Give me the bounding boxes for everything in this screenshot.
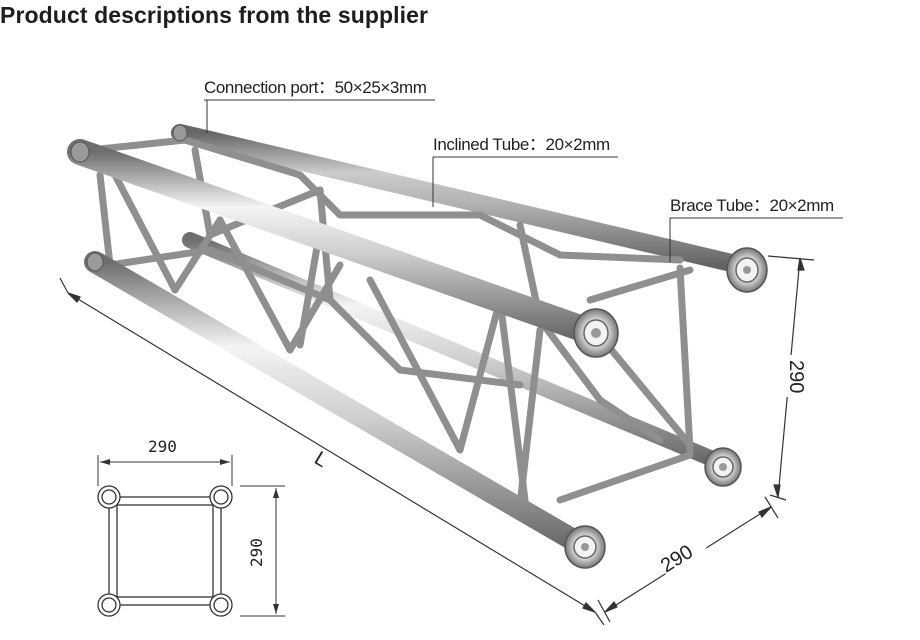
brace-tube-label: Brace Tube：20×2mm: [670, 196, 834, 215]
chord-top-front: [67, 139, 613, 348]
cross-section: 290 290: [97, 437, 285, 617]
dimension-length: [59, 277, 605, 626]
page-title: Product descriptions from the supplier: [0, 2, 429, 28]
height-label: 290: [785, 360, 807, 393]
section-tube: [97, 593, 121, 617]
length-label: L: [310, 447, 331, 472]
connector-top-front: [573, 308, 619, 358]
chord-top-back: [171, 124, 749, 274]
connector-top-back: [726, 247, 768, 293]
section-tube: [209, 485, 233, 509]
section-width-label: 290: [148, 437, 177, 456]
callout-inclined-tube: Inclined Tube：20×2mm: [432, 135, 618, 207]
connector-bottom-front: [564, 525, 606, 569]
inclined-tube-label: Inclined Tube：20×2mm: [433, 135, 610, 154]
callout-brace-tube: Brace Tube：20×2mm: [669, 196, 843, 262]
front-chords: [67, 139, 613, 556]
end-connectors: [70, 124, 768, 569]
chord-bottom-front: [84, 251, 593, 556]
section-tube: [97, 485, 121, 509]
section-tube: [209, 593, 233, 617]
connection-port-label: Connection port：50×25×3mm: [204, 78, 427, 97]
section-height-label: 290: [247, 538, 266, 567]
callout-connection-port: Connection port：50×25×3mm: [204, 78, 435, 133]
connector-bottom-back: [704, 447, 742, 487]
